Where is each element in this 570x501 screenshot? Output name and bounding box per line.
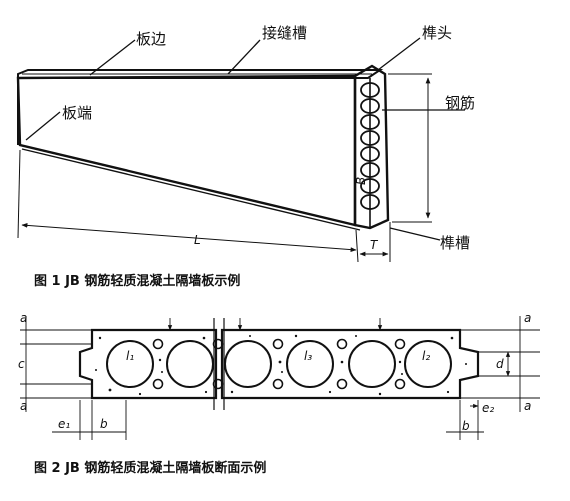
label-joint-groove: 接缝槽: [262, 24, 307, 42]
label-void-l2: l₂: [422, 349, 430, 363]
label-end: 板端: [62, 104, 92, 122]
label-b-left: b: [100, 417, 108, 431]
label-a-bottom: a: [20, 399, 27, 413]
figure2-section: l₁ l₃ l₂: [78, 318, 480, 410]
label-void-l1: l₁: [126, 349, 134, 363]
label-e1: e₁: [58, 417, 70, 431]
figure1-dimensions: L T: [17, 73, 432, 263]
label-rebar: 钢筋: [445, 94, 475, 112]
label-mortise: 榫槽: [440, 234, 470, 252]
figure1-caption: 图 1 JB 钢筋轻质混凝土隔墙板示例: [34, 273, 240, 289]
figure2-caption: 图 2 JB 钢筋轻质混凝土隔墙板断面示例: [34, 460, 266, 476]
rebar-dots: [152, 338, 406, 390]
label-d: d: [496, 357, 504, 371]
label-tenon: 榫头: [422, 24, 452, 42]
figure1-panel: B: [16, 64, 390, 231]
label-a-right-top: a: [524, 311, 531, 325]
label-edge: 板边: [136, 30, 166, 48]
label-a-top: a: [20, 311, 27, 325]
figure2-dimensions: a c a d a a e₁ b e₂ b: [18, 311, 540, 440]
label-c: c: [18, 357, 25, 371]
void-holes: [106, 340, 452, 388]
label-void-l3: l₃: [304, 349, 312, 363]
label-e2: e₂: [482, 401, 494, 415]
label-thickness-T: T: [370, 238, 379, 252]
aggregate-texture: [95, 334, 467, 396]
label-length-L: L: [194, 233, 201, 247]
label-height-B: B: [354, 177, 368, 185]
rebar-holes: [360, 82, 380, 210]
label-b-right: b: [462, 419, 470, 433]
figure1-callouts: 板边 接缝槽 榫头 板端 钢筋 榫槽: [25, 24, 475, 252]
label-a-right-bottom: a: [524, 399, 531, 413]
